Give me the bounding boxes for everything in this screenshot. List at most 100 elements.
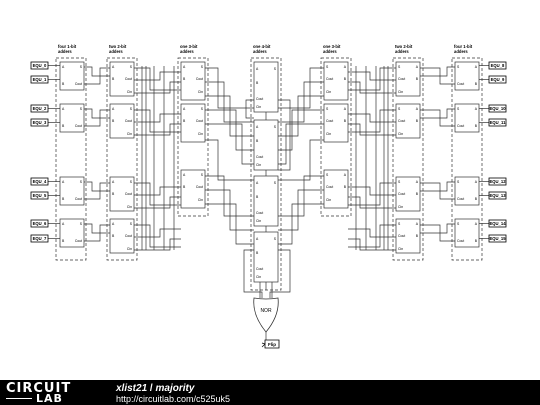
input-port-equ_7[interactable]: EQU_7 (30, 234, 49, 243)
pin-label: A (62, 222, 65, 226)
pin-label: Cin (398, 247, 403, 251)
wire (84, 224, 110, 242)
input-port-equ_6[interactable]: EQU_6 (30, 219, 49, 228)
pin-label: Cout (256, 267, 263, 271)
pin-label: S (201, 107, 204, 111)
group-frame (177, 57, 209, 217)
pin-label: S (274, 181, 277, 185)
adder-body (109, 61, 135, 97)
pin-label: B (256, 139, 259, 143)
input-port-equ_0[interactable]: EQU_0 (30, 61, 49, 70)
wire (348, 196, 396, 209)
pin-label: B (475, 124, 478, 128)
pin-label: B (475, 197, 478, 201)
pin-label: Cout (75, 82, 82, 86)
input-port-equ_1[interactable]: EQU_1 (30, 75, 49, 84)
output-port-flip[interactable]: Flip (261, 339, 280, 349)
input-ports: EQU_0EQU_1EQU_2EQU_3EQU_4EQU_5EQU_6EQU_7… (30, 61, 507, 243)
input-port-equ_3[interactable]: EQU_3 (30, 118, 49, 127)
input-port-equ_8[interactable]: EQU_8 (488, 61, 507, 70)
pin-label: S (80, 180, 83, 184)
output-label: Flip (268, 342, 276, 347)
wire (420, 66, 455, 77)
group-label-line2: adders (323, 49, 337, 54)
adder-body (395, 218, 421, 254)
port-label: EQU_8 (491, 63, 505, 68)
circuit-url[interactable]: http://circuitlab.com/c525uk5 (116, 394, 231, 404)
nor-gate[interactable]: NOR (253, 297, 279, 333)
wire (134, 238, 181, 251)
adder-body (454, 61, 480, 91)
port-box (30, 104, 49, 113)
pin-label: S (398, 107, 401, 111)
input-port-equ_12[interactable]: EQU_12 (488, 177, 507, 186)
port-box (488, 177, 507, 186)
pin-label: A (183, 65, 186, 69)
wire (205, 123, 254, 165)
pin-label: B (256, 195, 259, 199)
input-port-equ_11[interactable]: EQU_11 (488, 118, 507, 127)
author-link[interactable]: xlist21 (116, 383, 148, 394)
wire (348, 109, 396, 133)
wire (205, 203, 254, 245)
input-port-equ_2[interactable]: EQU_2 (30, 104, 49, 113)
pin-label: S (457, 65, 460, 69)
circuitlab-logo[interactable]: CIRCUIT LAB (6, 381, 106, 405)
input-port-equ_4[interactable]: EQU_4 (30, 177, 49, 186)
adder-body (323, 169, 349, 209)
port-box (488, 104, 507, 113)
pin-label: B (475, 82, 478, 86)
input-port-equ_13[interactable]: EQU_13 (488, 191, 507, 200)
wire (84, 67, 110, 85)
adder-body (454, 103, 480, 133)
pin-label: Cin (256, 219, 261, 223)
pin-label: A (344, 173, 347, 177)
input-port-equ_10[interactable]: EQU_10 (488, 104, 507, 113)
input-port-equ_5[interactable]: EQU_5 (30, 191, 49, 200)
pin-label: Cout (75, 124, 82, 128)
pin-label: Cout (75, 197, 82, 201)
pin-label: S (457, 180, 460, 184)
wire (84, 66, 110, 77)
pin-label: Cin (326, 132, 331, 136)
wire (134, 71, 181, 81)
wire (278, 109, 324, 151)
adder-body (454, 176, 480, 206)
input-port-equ_15[interactable]: EQU_15 (488, 234, 507, 243)
pin-label: Cout (326, 119, 333, 123)
pin-label: Cout (457, 82, 464, 86)
pin-label: A (62, 65, 65, 69)
input-port-equ_9[interactable]: EQU_9 (488, 75, 507, 84)
pin-label: Cout (457, 197, 464, 201)
port-label: EQU_6 (33, 221, 47, 226)
pin-label: S (130, 180, 133, 184)
group-label-line2: adders (58, 49, 72, 54)
input-port-equ_14[interactable]: EQU_14 (488, 219, 507, 228)
